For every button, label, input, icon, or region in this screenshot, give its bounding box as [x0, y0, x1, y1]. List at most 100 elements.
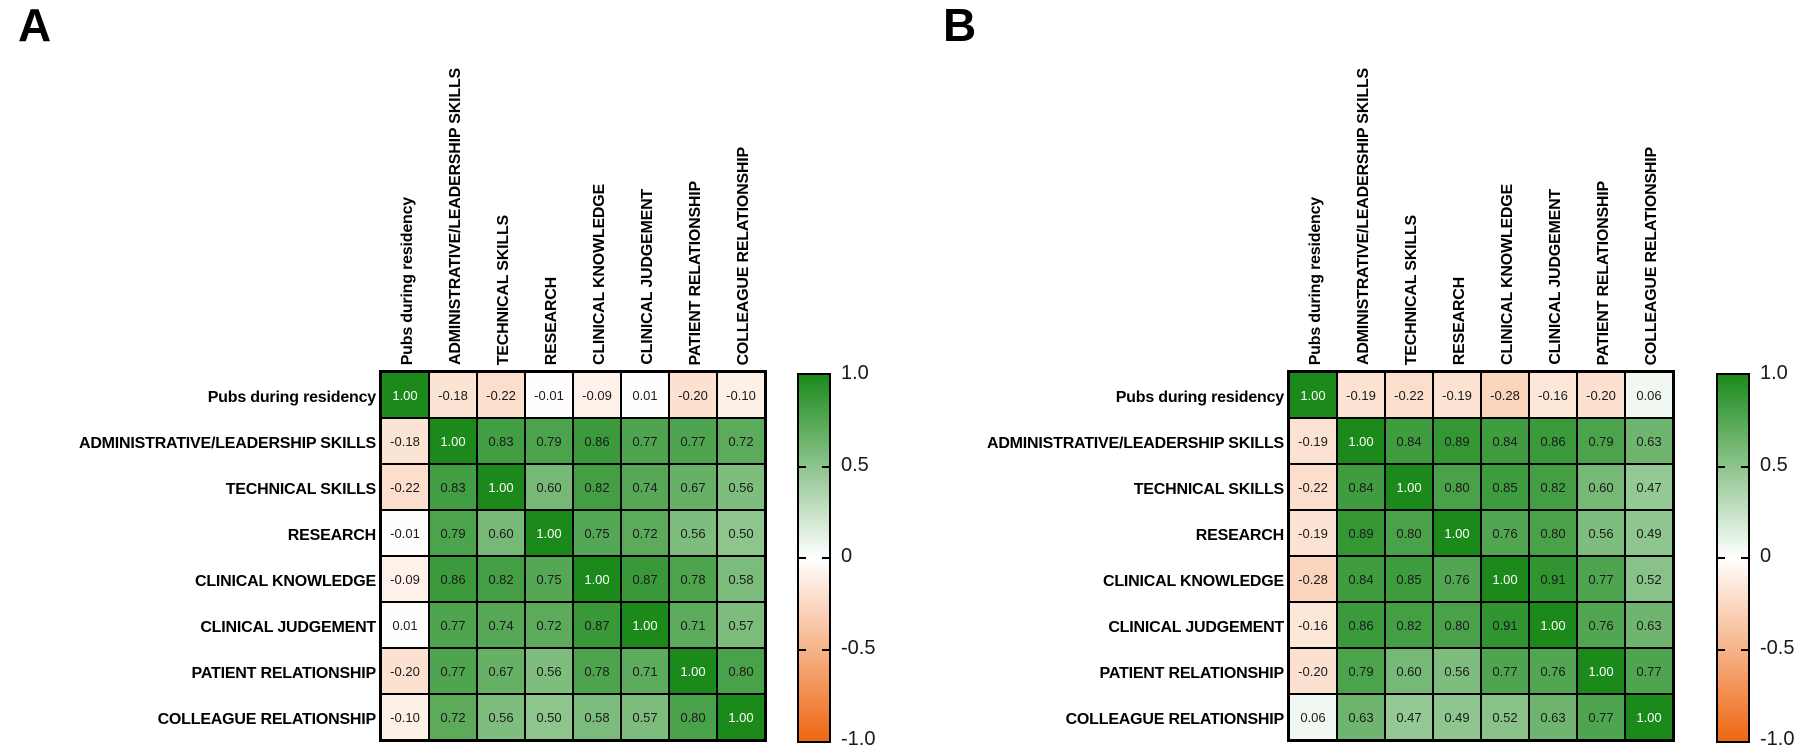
column-label-text: COLLEAGUE RELATIONSHIP	[735, 146, 752, 365]
colorbar-tick	[799, 557, 806, 559]
colorbar-tick-label: -0.5	[841, 637, 876, 659]
heatmap-cell: 0.77	[1578, 557, 1624, 601]
heatmap-cell: -0.10	[718, 373, 764, 417]
colorbar-tick	[799, 466, 806, 468]
heatmap-cell: 1.00	[382, 373, 428, 417]
heatmap-cell: 0.91	[1530, 557, 1576, 601]
heatmap-cell: -0.16	[1290, 603, 1336, 647]
heatmap-cell: 0.83	[478, 419, 524, 463]
colorbar-tick	[1718, 466, 1725, 468]
heatmap-cell: 0.77	[430, 603, 476, 647]
heatmap-cell: 0.77	[1482, 649, 1528, 693]
heatmap-cell: 0.72	[718, 419, 764, 463]
heatmap-cell: 0.89	[1338, 511, 1384, 555]
heatmap-cell: -0.20	[1578, 373, 1624, 417]
row-label: CLINICAL JUDGEMENT	[200, 619, 376, 636]
heatmap-cell: 0.76	[1434, 557, 1480, 601]
heatmap-cell: 0.80	[1386, 511, 1432, 555]
heatmap-cell: 0.78	[670, 557, 716, 601]
heatmap-cell: 0.84	[1386, 419, 1432, 463]
heatmap-cell: -0.20	[670, 373, 716, 417]
heatmap-cell: 0.86	[1530, 419, 1576, 463]
colorbar-tick-label: 0	[1760, 545, 1772, 567]
heatmap-cell: 0.79	[1578, 419, 1624, 463]
heatmap-cell: 0.58	[574, 695, 620, 739]
heatmap-cell: 0.63	[1626, 419, 1672, 463]
heatmap-cell: 0.89	[1434, 419, 1480, 463]
heatmap-cell: 0.80	[1530, 511, 1576, 555]
column-label-text: CLINICAL JUDGEMENT	[1547, 189, 1564, 365]
column-label: CLINICAL KNOWLEDGE	[1485, 10, 1531, 365]
heatmap-cell: 1.00	[1530, 603, 1576, 647]
heatmap-cell: 0.82	[1530, 465, 1576, 509]
heatmap-cell: 0.79	[526, 419, 572, 463]
column-label-text: RESEARCH	[543, 276, 560, 365]
heatmap-cell: 0.76	[1530, 649, 1576, 693]
heatmap-cell: 0.57	[622, 695, 668, 739]
heatmap-cell: 0.60	[1578, 465, 1624, 509]
heatmap-cell: 0.01	[382, 603, 428, 647]
heatmap-cell: 1.00	[574, 557, 620, 601]
row-label: ADMINISTRATIVE/LEADERSHIP SKILLS	[78, 435, 376, 452]
colorbar-tick	[1741, 466, 1748, 468]
colorbar-tick	[1741, 649, 1748, 651]
heatmap-cell: 0.85	[1386, 557, 1432, 601]
heatmap-cell: -0.19	[1290, 511, 1336, 555]
heatmap-cell: 1.00	[718, 695, 764, 739]
heatmap-cell: -0.22	[382, 465, 428, 509]
heatmap-cell: 0.80	[718, 649, 764, 693]
heatmap-cell: 0.82	[574, 465, 620, 509]
heatmap-cell: -0.19	[1434, 373, 1480, 417]
column-label: CLINICAL JUDGEMENT	[1533, 10, 1579, 365]
heatmap-cell: 0.63	[1530, 695, 1576, 739]
heatmap-cell: 0.72	[430, 695, 476, 739]
heatmap-cell: 0.72	[622, 511, 668, 555]
heatmap-cell: 0.47	[1626, 465, 1672, 509]
heatmap-cell: 0.56	[526, 649, 572, 693]
row-label: ADMINISTRATIVE/LEADERSHIP SKILLS	[986, 435, 1284, 452]
heatmap-cell: 1.00	[1578, 649, 1624, 693]
column-label-text: CLINICAL JUDGEMENT	[639, 189, 656, 365]
column-label: TECHNICAL SKILLS	[481, 10, 527, 365]
heatmap-cell: 0.63	[1338, 695, 1384, 739]
heatmap-cell: 0.83	[430, 465, 476, 509]
column-label-text: CLINICAL KNOWLEDGE	[591, 184, 608, 365]
heatmap-cell: 0.71	[622, 649, 668, 693]
heatmap-cell: 0.79	[430, 511, 476, 555]
colorbar-tick-label: -0.5	[1760, 637, 1795, 659]
column-label: Pubs during residency	[1293, 10, 1339, 365]
column-label-text: TECHNICAL SKILLS	[495, 214, 512, 365]
heatmap-cell: -0.22	[1386, 373, 1432, 417]
heatmap-cell: 0.58	[718, 557, 764, 601]
heatmap-cell: 0.50	[526, 695, 572, 739]
heatmap-cell: 0.84	[1338, 465, 1384, 509]
heatmap-cell: 1.00	[478, 465, 524, 509]
column-label: TECHNICAL SKILLS	[1389, 10, 1435, 365]
row-label: PATIENT RELATIONSHIP	[1099, 665, 1285, 682]
colorbar	[1716, 373, 1750, 743]
column-label: Pubs during residency	[385, 10, 431, 365]
heatmap-cell: 1.00	[1290, 373, 1336, 417]
heatmap-cell: -0.22	[1290, 465, 1336, 509]
column-label: CLINICAL KNOWLEDGE	[577, 10, 623, 365]
heatmap-cell: 0.49	[1434, 695, 1480, 739]
heatmap-cell: 0.82	[1386, 603, 1432, 647]
heatmap-cell: 0.67	[670, 465, 716, 509]
column-label: ADMINISTRATIVE/LEADERSHIP SKILLS	[1341, 10, 1387, 365]
heatmap-cell: 0.06	[1626, 373, 1672, 417]
colorbar-tick-label: 0	[841, 545, 853, 567]
row-label: TECHNICAL SKILLS	[225, 481, 376, 498]
heatmap-cell: 0.79	[1338, 649, 1384, 693]
colorbar-tick	[799, 649, 806, 651]
heatmap-cell: -0.19	[1290, 419, 1336, 463]
heatmap-cell: 1.00	[1434, 511, 1480, 555]
heatmap-cell: 0.77	[1578, 695, 1624, 739]
column-label: RESEARCH	[1437, 10, 1483, 365]
colorbar-tick	[822, 466, 829, 468]
heatmap-cell: 0.86	[1338, 603, 1384, 647]
heatmap-cell: 0.82	[478, 557, 524, 601]
heatmap-cell: -0.19	[1338, 373, 1384, 417]
